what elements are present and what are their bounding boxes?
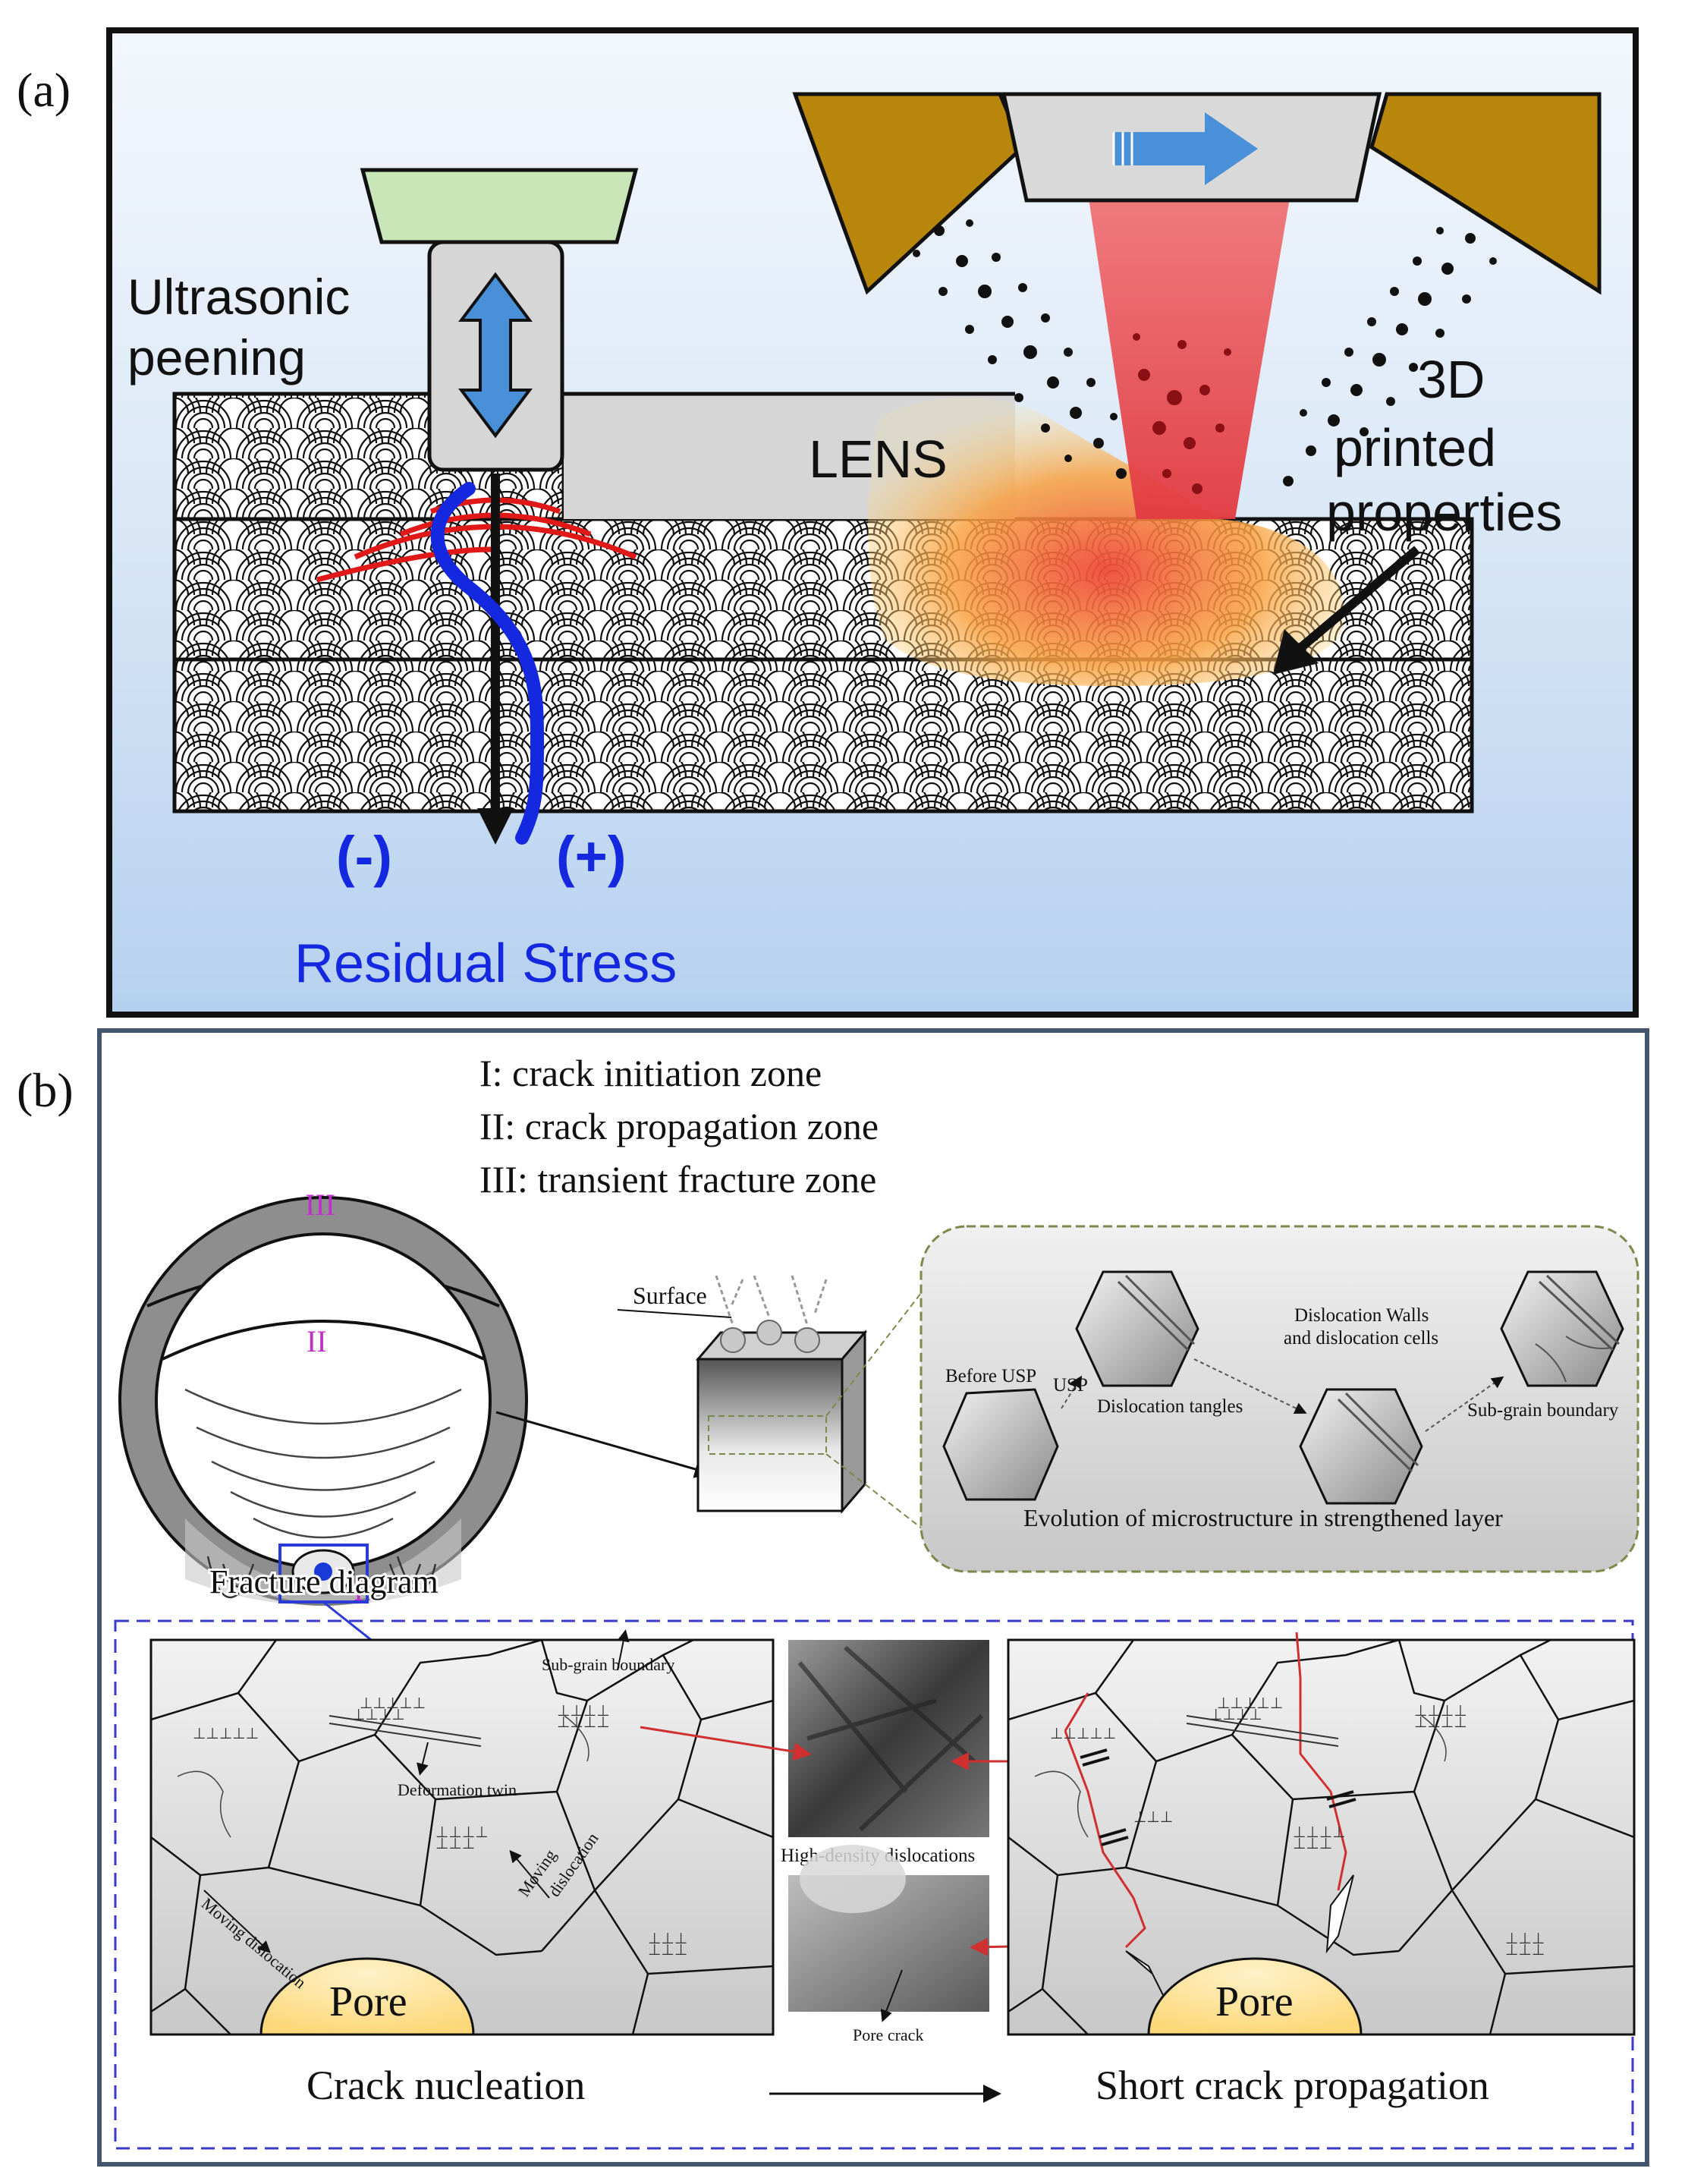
pointer-to-surface-cube xyxy=(495,1411,713,1478)
short-crack-propagation-label: Short crack propagation xyxy=(1096,2063,1489,2108)
zone-mark-i: I xyxy=(354,1573,363,1607)
deformation-twin-label: Deformation twin xyxy=(398,1780,517,1799)
microstructure-caption: Evolution of microstructure in strengthe… xyxy=(1023,1504,1503,1531)
svg-text:⊥⊥⊥: ⊥⊥⊥ xyxy=(648,1942,687,1959)
ultrasonic-peening-label-2: peening xyxy=(127,329,306,386)
panel-a-label: (a) xyxy=(17,63,71,117)
zone-legend-3: III: transient fracture zone xyxy=(479,1158,876,1201)
residual-stress-curve xyxy=(430,482,545,845)
laser-beam xyxy=(1083,162,1296,519)
zone-mark-ii: II xyxy=(307,1324,327,1358)
svg-text:⊥⊥⊥⊥⊥: ⊥⊥⊥⊥⊥ xyxy=(1217,1695,1283,1712)
svg-text:⊥⊥⊥⊥⊥: ⊥⊥⊥⊥⊥ xyxy=(193,1726,259,1742)
pore-crack-pointer xyxy=(880,1969,903,2022)
svg-text:⊥⊥⊥: ⊥⊥⊥ xyxy=(1505,1942,1545,1959)
fracture-surface-diagram xyxy=(118,1196,528,1606)
fracture-diagram-label: Fracture diagram xyxy=(209,1563,439,1600)
svg-text:⊥⊥⊥⊥⊥: ⊥⊥⊥⊥⊥ xyxy=(360,1695,426,1712)
printed-properties-arrow xyxy=(1273,546,1420,675)
before-usp-label: Before USP xyxy=(945,1366,1036,1386)
svg-text:⊥⊥⊥: ⊥⊥⊥ xyxy=(1133,1809,1173,1826)
micrograph-texture-1 xyxy=(797,1645,984,1832)
red-pointer-left xyxy=(640,1726,812,1761)
usp-label: USP xyxy=(1053,1375,1088,1396)
svg-text:⊥⊥⊥⊥: ⊥⊥⊥⊥ xyxy=(1414,1714,1467,1731)
ultrasonic-horn-top xyxy=(360,168,639,244)
bubble-connector-2 xyxy=(825,1453,929,1534)
ultrasonic-peening-label-1: Ultrasonic xyxy=(127,269,350,325)
dislocation-walls-label-2: and dislocation cells xyxy=(1284,1328,1438,1348)
zone-mark-iii: III xyxy=(305,1188,335,1222)
panel-b-label: (b) xyxy=(17,1063,74,1117)
svg-text:⊥⊥⊥⊥: ⊥⊥⊥⊥ xyxy=(1293,1824,1346,1841)
printed-properties-label-3: properties xyxy=(1326,483,1562,542)
svg-text:⊥⊥⊥⊥: ⊥⊥⊥⊥ xyxy=(1209,1707,1262,1723)
svg-text:⊥⊥⊥⊥: ⊥⊥⊥⊥ xyxy=(1414,1703,1467,1720)
pore-label-right: Pore xyxy=(1215,1978,1294,2025)
grain-diagram-short-crack: ⊥⊥⊥⊥⊥⊥⊥⊥⊥⊥⊥⊥⊥⊥⊥⊥⊥⊥⊥⊥⊥⊥ ⊥⊥⊥⊥⊥⊥⊥⊥⊥⊥⊥⊥⊥⊥⊥⊥ xyxy=(1007,1632,1636,2036)
panel-a-ultrasonic-lens-schematic: Ultrasonic peening LENS 3D printed prope… xyxy=(106,27,1639,1018)
svg-text:⊥⊥⊥: ⊥⊥⊥ xyxy=(1293,1836,1332,1852)
svg-text:⊥⊥⊥⊥: ⊥⊥⊥⊥ xyxy=(352,1707,405,1723)
micrograph-pore xyxy=(800,1845,906,1913)
pore-label-left: Pore xyxy=(329,1978,407,2025)
melt-pool xyxy=(868,398,1344,686)
powder-stream-right xyxy=(1283,227,1497,486)
svg-text:⊥⊥⊥⊥⊥: ⊥⊥⊥⊥⊥ xyxy=(1050,1726,1116,1742)
bubble-connector xyxy=(825,1282,929,1417)
crack-nucleation-label: Crack nucleation xyxy=(307,2063,585,2108)
lens-label: LENS xyxy=(809,430,948,489)
svg-text:⊥⊥⊥: ⊥⊥⊥ xyxy=(435,1836,475,1852)
lens-nozzle-left xyxy=(792,92,1025,295)
dislocation-walls-label-1: Dislocation Walls xyxy=(1294,1305,1429,1326)
mechanism-dashed-box xyxy=(114,1619,1634,2150)
svg-text:⊥⊥⊥: ⊥⊥⊥ xyxy=(648,1931,687,1947)
scan-direction-arrow-icon xyxy=(1112,112,1258,185)
residual-stress-label: Residual Stress xyxy=(294,933,677,994)
zone-legend-2: II: crack propagation zone xyxy=(479,1105,879,1147)
svg-text:⊥⊥⊥⊥: ⊥⊥⊥⊥ xyxy=(435,1824,489,1841)
grain-diagram-crack-nucleation: ⊥⊥⊥⊥⊥⊥⊥⊥⊥⊥⊥⊥⊥⊥⊥⊥⊥⊥⊥⊥⊥⊥ ⊥⊥⊥⊥⊥⊥⊥⊥⊥⊥⊥⊥⊥ xyxy=(149,1629,775,2036)
printed-properties-label-2: printed xyxy=(1334,418,1496,477)
vibration-arrow-icon xyxy=(458,272,533,439)
tensile-sign: (+) xyxy=(556,825,627,888)
compressive-sign: (-) xyxy=(336,825,392,888)
svg-text:⊥⊥⊥⊥: ⊥⊥⊥⊥ xyxy=(557,1703,610,1720)
powder-droplets-in-beam xyxy=(1133,333,1231,494)
zone-legend-1: I: crack initiation zone xyxy=(479,1052,822,1094)
subgrain-boundary-label-top: Sub-grain boundary xyxy=(1467,1400,1619,1421)
lens-nozzle-right xyxy=(1369,92,1602,295)
surface-cube xyxy=(617,1275,868,1515)
subgrain-boundary-label-left: Sub-grain boundary xyxy=(542,1655,674,1674)
pore-crack-label: Pore crack xyxy=(853,2025,923,2044)
microstructure-evolution-bubble xyxy=(920,1225,1639,1573)
svg-text:⊥⊥⊥⊥: ⊥⊥⊥⊥ xyxy=(557,1714,610,1731)
printed-properties-label-1: 3D xyxy=(1417,350,1485,409)
svg-text:⊥⊥⊥: ⊥⊥⊥ xyxy=(1505,1931,1545,1947)
dislocation-tangles-label: Dislocation tangles xyxy=(1097,1396,1243,1417)
surface-label: Surface xyxy=(633,1282,707,1309)
panel-b-fatigue-mechanism: I: crack initiation zone II: crack propa… xyxy=(97,1028,1649,2167)
